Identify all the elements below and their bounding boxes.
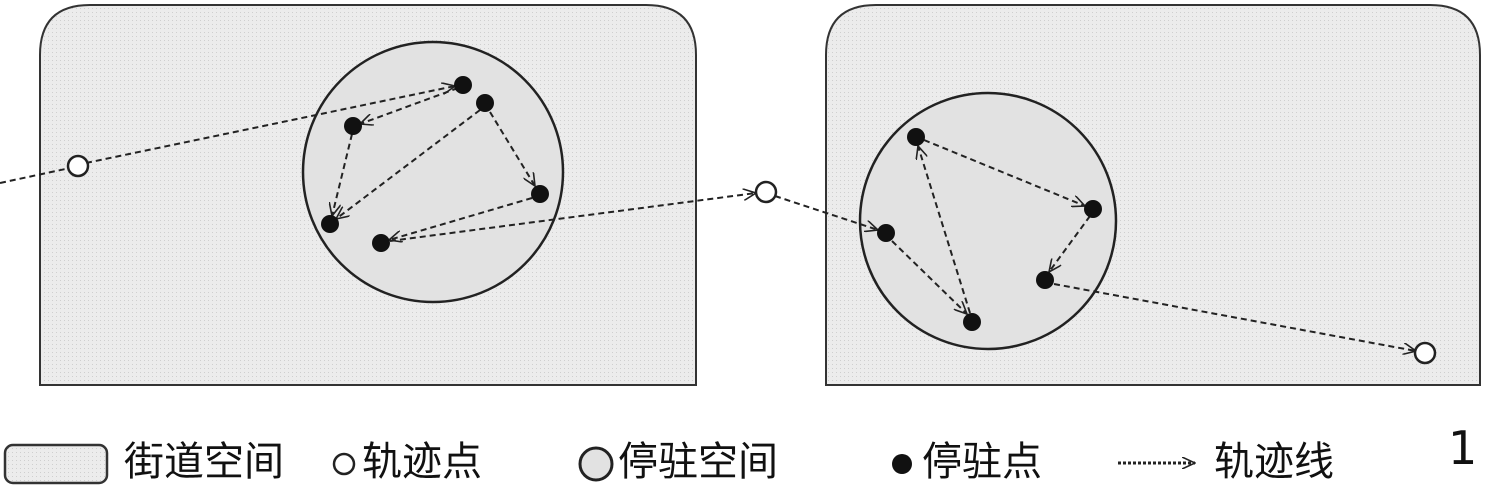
- legend-track-point-label: 轨迹点: [362, 439, 482, 485]
- stay-points: [321, 76, 1102, 331]
- stay-space-left: [301, 40, 565, 304]
- legend-street-space-swatch: [3, 443, 109, 485]
- legend-stay-point-icon: [892, 454, 912, 474]
- legend-stay-point-label: 停驻点: [922, 439, 1042, 485]
- legend-track-point-icon: [332, 452, 356, 476]
- stay-space-right: [858, 91, 1118, 351]
- legend-stay-space-label: 停驻空间: [618, 439, 778, 485]
- legend-track-line-label: 轨迹线: [1214, 439, 1334, 485]
- track-points: [66, 154, 1437, 365]
- trajectory-lines: [0, 86, 1416, 351]
- figure-number: 1: [1448, 421, 1478, 475]
- legend-stay-space-icon: [578, 446, 614, 482]
- legend-street-space-label: 街道空间: [124, 439, 284, 485]
